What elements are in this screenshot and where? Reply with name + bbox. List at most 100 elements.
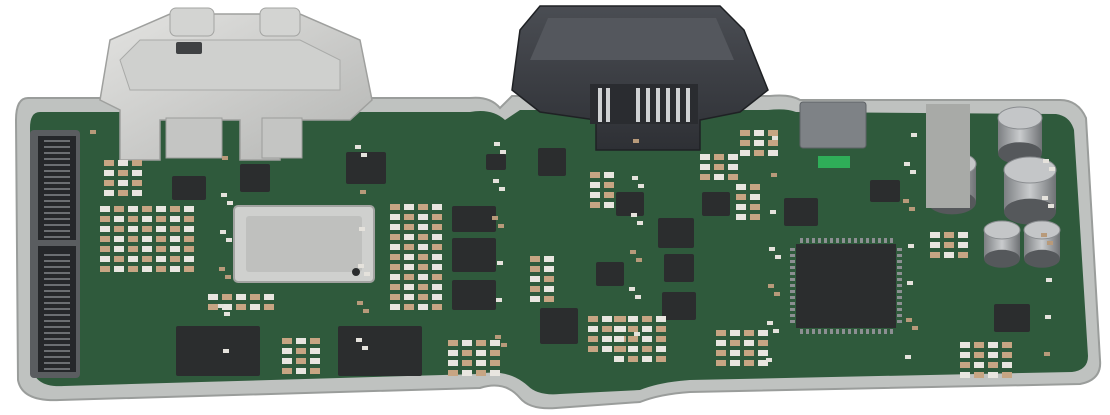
smd-component [132, 170, 142, 176]
smd-component [758, 350, 768, 356]
connector-pin [44, 194, 70, 196]
connector-pin [44, 146, 70, 148]
smd-component [499, 187, 505, 191]
smd-component [1043, 159, 1049, 163]
ic-chip [702, 192, 730, 216]
smd-component [614, 356, 624, 362]
smd-component [282, 358, 292, 364]
ic-chip [346, 152, 386, 184]
smd-component [142, 236, 152, 242]
smd-component [104, 170, 114, 176]
smd-component [132, 190, 142, 196]
smd-component [750, 194, 760, 200]
smd-component [730, 340, 740, 346]
smd-component [1041, 233, 1047, 237]
smd-component [219, 267, 225, 271]
smd-component [716, 330, 726, 336]
smd-component [128, 216, 138, 222]
smd-component [716, 340, 726, 346]
smd-component [635, 295, 641, 299]
smd-component [656, 336, 666, 342]
connector-pin [44, 320, 70, 322]
connector-pin [44, 230, 70, 232]
chip-pin [842, 329, 845, 334]
smd-component [236, 304, 246, 310]
chip-pin [806, 329, 809, 334]
chip-pin [790, 290, 795, 293]
smd-component [184, 206, 194, 212]
chip-pin [790, 248, 795, 251]
ic-chip [452, 238, 496, 272]
smd-component [432, 304, 442, 310]
smd-component [637, 221, 643, 225]
smd-component [1047, 241, 1053, 245]
smd-component [1045, 315, 1051, 319]
smd-component [1002, 352, 1012, 358]
smd-component [128, 206, 138, 212]
chip-pin [872, 329, 875, 334]
smd-component [236, 294, 246, 300]
smd-component [493, 179, 499, 183]
chip-pin [897, 254, 902, 257]
smd-component [498, 224, 504, 228]
connector-pin [44, 236, 70, 238]
smd-component [530, 286, 540, 292]
chip-pin [897, 320, 902, 323]
capacitor-base [1004, 198, 1056, 225]
smd-component [264, 294, 274, 300]
chip-pin [860, 329, 863, 334]
smd-component [590, 192, 600, 198]
chip-pin [842, 238, 845, 243]
smd-component [774, 292, 780, 296]
connector-pin [44, 176, 70, 178]
chip-pin [866, 329, 869, 334]
smd-component [490, 350, 500, 356]
smd-component [958, 232, 968, 238]
connector-pin [44, 266, 70, 268]
smd-component [530, 256, 540, 262]
smd-component [142, 226, 152, 232]
smd-component [614, 316, 624, 322]
smd-component [132, 160, 142, 166]
top-connector-pins [598, 88, 690, 122]
ic-chip [540, 308, 578, 344]
connector-pin [44, 164, 70, 166]
chip-pin [854, 329, 857, 334]
smd-component [730, 350, 740, 356]
smd-component [490, 360, 500, 366]
smd-component [223, 349, 229, 353]
smd-component [736, 204, 746, 210]
smd-component [634, 332, 640, 336]
smd-component [628, 346, 638, 352]
smd-component [544, 286, 554, 292]
smd-component [418, 284, 428, 290]
ic-chip [994, 304, 1030, 332]
connector-pin [44, 356, 70, 358]
smd-component [544, 296, 554, 302]
smd-component [296, 338, 306, 344]
smd-component [530, 266, 540, 272]
smd-component [404, 304, 414, 310]
smd-component [604, 172, 614, 178]
smd-component [282, 368, 292, 374]
connector-pin [44, 338, 70, 340]
smd-component [1049, 167, 1055, 171]
chip-pin [897, 284, 902, 287]
ic-chip [538, 148, 566, 176]
smd-component [590, 182, 600, 188]
smd-component [714, 154, 724, 160]
smd-component [700, 154, 710, 160]
smd-component [714, 174, 724, 180]
connector-pin [44, 188, 70, 190]
smd-component [355, 145, 361, 149]
smd-component [909, 207, 915, 211]
smd-component [728, 154, 738, 160]
smd-component [390, 254, 400, 260]
chip-pin [854, 238, 857, 243]
smd-component [296, 368, 306, 374]
ic-chip [662, 292, 696, 320]
smd-component [404, 224, 414, 230]
smd-component [404, 204, 414, 210]
smd-component [642, 346, 652, 352]
smd-component [588, 346, 598, 352]
